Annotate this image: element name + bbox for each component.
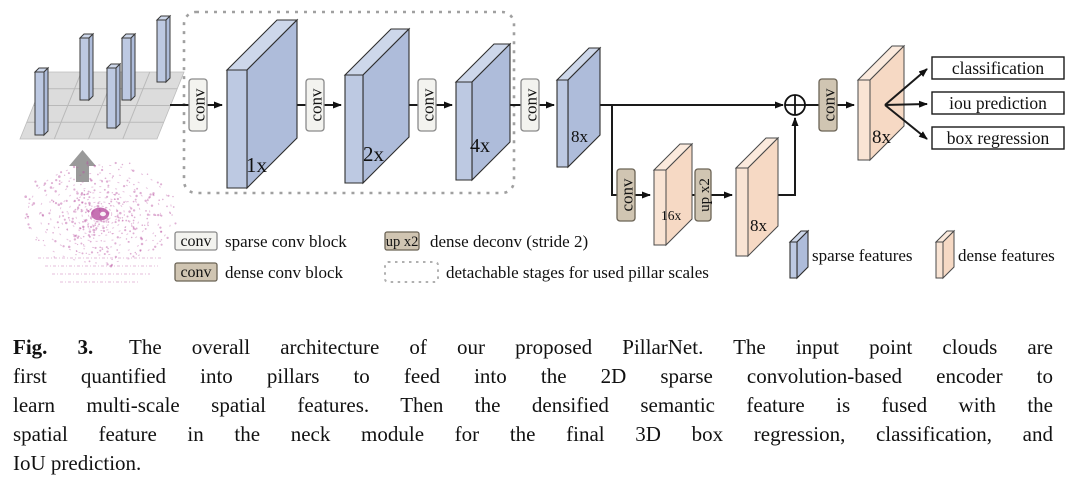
output-box-regression-label: box regression bbox=[947, 128, 1050, 148]
block-2x-label: 2x bbox=[363, 142, 385, 166]
legend-detachable-desc: detachable stages for used pillar scales bbox=[446, 263, 709, 282]
legend-sparse-conv-box-label: conv bbox=[180, 233, 211, 250]
block-2x: 2x bbox=[343, 27, 411, 185]
conv-op-neck: conv bbox=[616, 168, 636, 222]
conv-op-3-label: conv bbox=[418, 88, 437, 122]
upsample-op: up x2 bbox=[694, 168, 713, 222]
caption-line-4: spatial feature in the neck module for t… bbox=[13, 422, 1053, 446]
conv-op-fuse: conv bbox=[818, 78, 838, 132]
legend-upsample-desc: dense deconv (stride 2) bbox=[430, 232, 588, 251]
block-8x-sparse: 8x bbox=[555, 46, 602, 169]
lidar-point-cloud bbox=[24, 161, 177, 283]
conv-op-neck-label: conv bbox=[617, 178, 636, 212]
output-iou-prediction-label: iou prediction bbox=[949, 93, 1047, 113]
upsample-op-label: up x2 bbox=[697, 178, 713, 212]
output-iou-prediction: iou prediction bbox=[931, 91, 1065, 115]
pillar bbox=[105, 62, 122, 130]
flow-lines bbox=[170, 101, 855, 199]
pillar bbox=[78, 32, 95, 102]
output-classification-label: classification bbox=[952, 58, 1045, 78]
detachable-stages-box bbox=[182, 10, 516, 195]
block-4x-label: 4x bbox=[470, 135, 490, 157]
conv-op-2-label: conv bbox=[306, 88, 325, 122]
pillar bbox=[120, 32, 137, 102]
caption-line-5: IoU prediction. bbox=[13, 451, 142, 475]
legend-sparse-features: sparse features bbox=[788, 229, 913, 280]
conv-op-1: conv bbox=[188, 78, 208, 132]
caption-line-3: learn multi-scale spatial features. Then… bbox=[13, 393, 1053, 417]
legend-sparse-conv-desc: sparse conv block bbox=[225, 232, 347, 251]
legend-dense-features-label: dense features bbox=[958, 246, 1055, 265]
conv-op-3: conv bbox=[417, 78, 437, 132]
sum-icon bbox=[784, 94, 806, 116]
legend-upsample-box-label: up x2 bbox=[386, 234, 419, 250]
block-8x-head: 8x bbox=[856, 44, 906, 162]
voxelize-arrow-icon bbox=[69, 150, 96, 182]
block-16x-label: 16x bbox=[661, 208, 682, 223]
conv-op-4-label: conv bbox=[521, 88, 540, 122]
legend-detachable: detachable stages for used pillar scales bbox=[384, 261, 709, 283]
caption-text: The overall architecture of our proposed… bbox=[129, 335, 1053, 359]
legend-upsample: up x2 dense deconv (stride 2) bbox=[384, 231, 588, 251]
conv-op-fuse-label: conv bbox=[819, 88, 838, 122]
block-1x: 1x bbox=[225, 18, 299, 190]
conv-op-1-label: conv bbox=[189, 88, 208, 122]
conv-op-2: conv bbox=[305, 78, 325, 132]
figure-caption: Fig. 3. The overall architecture of our … bbox=[13, 333, 1053, 478]
block-8x-dense-label: 8x bbox=[750, 216, 768, 235]
pillars bbox=[33, 14, 172, 137]
block-1x-label: 1x bbox=[246, 153, 268, 177]
block-8x-dense: 8x bbox=[734, 136, 780, 258]
block-8x-sparse-label: 8x bbox=[571, 127, 589, 146]
legend-dense-conv: conv dense conv block bbox=[174, 262, 344, 282]
pillar bbox=[33, 66, 50, 137]
legend-sparse-conv: conv sparse conv block bbox=[174, 231, 347, 251]
pillar-grid bbox=[19, 71, 185, 140]
legend-dense-features: dense features bbox=[934, 229, 1055, 280]
conv-op-4: conv bbox=[520, 78, 540, 132]
block-4x: 4x bbox=[454, 42, 512, 182]
caption-label: Fig. 3. bbox=[13, 335, 94, 359]
legend-sparse-features-label: sparse features bbox=[812, 246, 913, 265]
head-arrows bbox=[884, 68, 928, 140]
architecture-diagram: conv conv conv conv 1x 2x 4x 8x bbox=[19, 10, 1065, 283]
output-box-regression: box regression bbox=[931, 126, 1065, 150]
caption-line-1: Fig. 3. The overall architecture of our … bbox=[13, 333, 1053, 362]
caption-line-2: first quantified into pillars to feed in… bbox=[13, 364, 1053, 388]
block-16x: 16x bbox=[652, 142, 694, 247]
block-8x-head-label: 8x bbox=[872, 127, 892, 148]
pillar bbox=[155, 14, 172, 84]
legend-dense-conv-desc: dense conv block bbox=[225, 263, 344, 282]
legend-dense-conv-box-label: conv bbox=[180, 264, 211, 281]
output-classification: classification bbox=[931, 56, 1065, 80]
